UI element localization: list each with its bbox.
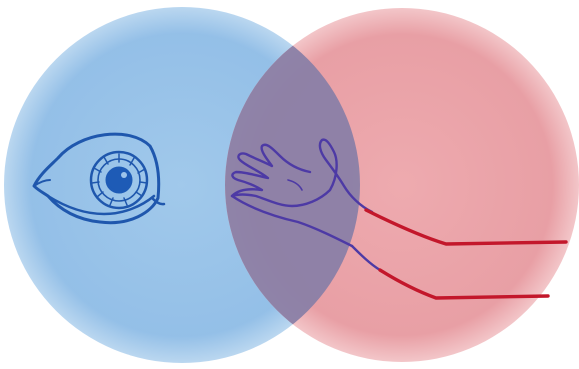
venn-diagram-canvas — [0, 0, 579, 369]
venn-diagram — [0, 0, 579, 369]
